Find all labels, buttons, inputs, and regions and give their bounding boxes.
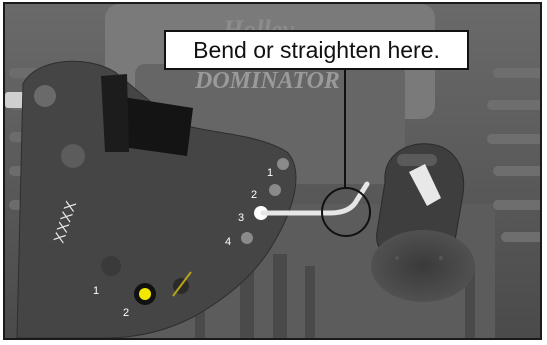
plate-upper-hole	[61, 144, 85, 168]
lower-socket	[101, 256, 121, 276]
lever-screw-right	[439, 256, 443, 260]
plate-pivot-hole	[34, 85, 56, 107]
hole-label-1: 1	[267, 167, 273, 179]
hole-label-3: 3	[238, 212, 244, 224]
active-pivot-dot	[139, 288, 151, 300]
secondary-throttle-bore	[371, 230, 475, 302]
brand-line-2: DOMINATOR	[194, 68, 340, 94]
lower-label-2: 2	[123, 307, 129, 319]
lever-slot	[397, 154, 437, 166]
hole-label-2: 2	[251, 189, 257, 201]
bracket-arm	[101, 74, 129, 152]
illustration-frame: Holley DOMINATOR	[3, 2, 542, 340]
callout-label: Bend or straighten here.	[164, 30, 469, 70]
lever-screw-left	[395, 256, 399, 260]
hole-label-4: 4	[225, 236, 231, 248]
lower-label-1: 1	[93, 285, 99, 297]
